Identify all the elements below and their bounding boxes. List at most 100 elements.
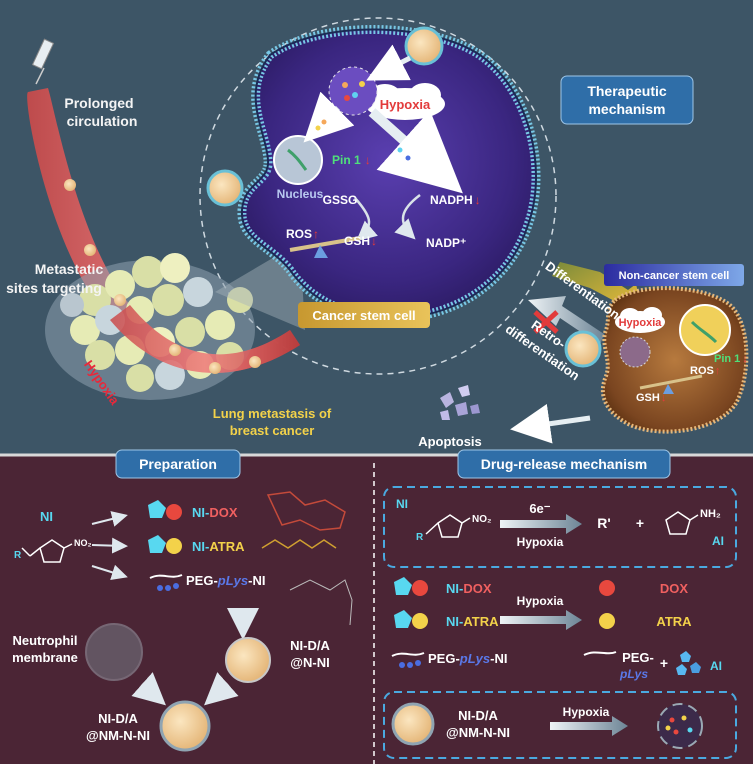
prep-nmnni-label-1: NI-D/A [98,711,138,726]
dr-ai-label: AI [712,534,724,548]
dr-nmnni-nanoparticle [391,702,435,746]
metastatic-label-1: Metastatic [35,261,104,277]
therapeutic-label-2: mechanism [588,101,665,117]
gssg-label: GSSG [323,193,358,207]
lung-label-2: breast cancer [230,423,315,438]
prep-membrane-label-1: Neutrophil [13,633,78,648]
non-csc-label: Non-cancer stem cell [619,270,730,282]
apoptosis-arrow [510,403,591,444]
dr-released-drugs [665,715,693,735]
small-endosome [619,336,651,368]
prep-nni-nanoparticle [225,637,271,683]
dr-peg-prod-label-2: pLys [619,667,648,681]
arrow-to-nadph [368,108,463,194]
dr-dox-icon [394,577,428,596]
dr-6e-label: 6e⁻ [529,501,550,516]
dr-ai-structure [665,511,699,535]
dr-nh2-label: NH₂ [700,508,721,520]
gssg-gsh-arrow [354,197,378,242]
small-balance-icon [639,374,703,394]
dr-peg-product-icon [583,651,617,656]
prep-r-label: R [14,550,22,561]
small-hypoxia-cloud [615,307,665,333]
small-dna-icon [690,320,718,344]
prep-niatra-label: NI-ATRA [192,539,245,554]
prep-nmnni-nanoparticle [159,700,211,752]
dr-plus2-label: + [660,655,668,671]
cell-hypoxia-label: Hypoxia [380,97,431,112]
dr-dox-dot [599,580,615,596]
dr-hypoxia-mid-label: Hypoxia [517,594,564,608]
dr-rprime-label: R' [597,515,610,531]
preparation-header-box [115,449,241,479]
apoptosis-label: Apoptosis [418,434,482,449]
prep-arrow-dox [91,511,128,527]
dr-nmnni-label-1: NI-D/A [458,708,498,723]
dr-no2-label: NO₂ [472,514,491,525]
gsh-label: GSH↓ [344,234,377,248]
small-gsh-label: GSH↓ [636,392,666,404]
dr-reduction-box [383,486,737,568]
small-nucleus [679,304,731,356]
prep-arrow-membrane [131,672,166,706]
prep-arrow-nni [204,672,239,706]
prep-nni-label-1: NI-D/A [290,638,330,653]
dr-peg-icon [391,652,425,668]
nadp-label: NADP⁺ [426,236,466,250]
dr-mid-arrow [500,610,582,630]
csc-tag-label: Cancer stem cell [312,308,415,323]
neutrophil-membrane-icon [85,623,143,681]
cancer-stem-cell-tag [298,302,430,328]
drug-dots [315,119,411,161]
dr-plus-label: + [636,515,644,531]
nadph-nadp-arrow [394,194,421,240]
dr-reduction-arrow [500,514,582,534]
dr-dox-label: DOX [660,581,689,596]
syringe-icon [31,38,55,85]
dr-niatra-label: NI-ATRA [446,614,499,629]
small-ros-label: ROS↑ [690,365,720,377]
nadph-label: NADPH↓ [430,193,481,207]
lung-label-1: Lung metastasis of [213,406,332,421]
vessel-nanoparticles [64,179,261,374]
nanoparticle-non-csc [564,330,602,368]
dr-peg-prod-label-1: PEG- [622,650,654,665]
prep-nmnni-label-2: @NM-N-NI [86,728,150,743]
ros-label: ROS↑ [286,227,319,241]
prep-atra-icon [148,535,182,554]
prep-peg-icon [149,574,183,591]
metastatic-label-2: sites targeting [6,280,102,296]
prolonged-label-2: circulation [67,113,138,129]
nucleus-label: Nucleus [277,187,324,201]
dna-icon [287,148,308,171]
dr-bottom-arrow [550,716,628,736]
entry-arrow [366,44,412,81]
zoom-cone [215,242,305,330]
prep-peg-structure [289,579,353,626]
prep-dox-icon [148,500,182,520]
dr-hypoxia-label: Hypoxia [517,535,564,549]
dr-atra-label: ATRA [656,614,692,629]
non-csc-tag [604,264,744,286]
small-hypoxia-label: Hypoxia [619,317,663,329]
dr-nidox-label: NI-DOX [446,581,492,596]
dr-release-box [383,691,737,759]
dr-hypoxia-bottom-label: Hypoxia [563,705,610,719]
small-pin1-label: Pin 1↓ [714,353,748,365]
vessel-segment [110,305,300,373]
prep-dox-structure [266,491,346,531]
prep-nidox-label: NI-DOX [192,505,238,520]
prep-ni-label: NI [40,509,53,524]
therapeutic-label-1: Therapeutic [587,83,667,99]
blocked-x-icon [533,310,559,334]
zoom-circle [199,17,557,375]
dr-peg-label: PEG-pLys-NI [428,651,507,666]
dr-atra-icon [394,610,428,629]
prolonged-label-1: Prolonged [64,95,133,111]
drug-release-header: Drug-release mechanism [481,456,648,472]
pin1-label: Pin 1↓ [332,153,371,167]
balance-icon [289,236,361,258]
drug-release-header-box [457,449,671,479]
